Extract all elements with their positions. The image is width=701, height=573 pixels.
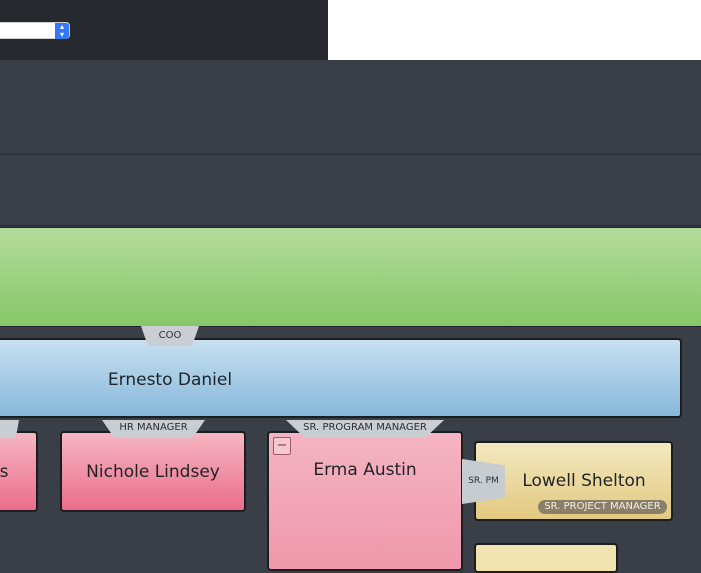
project-manager-name: Lowell Shelton — [522, 471, 646, 491]
hr-manager-node[interactable] — [60, 431, 246, 512]
toolbar-blank-area — [328, 0, 701, 60]
coo-name: Ernesto Daniel — [107, 370, 233, 390]
program-manager-node[interactable] — [267, 431, 463, 571]
collapse-icon[interactable]: − — [273, 437, 291, 455]
coo-node[interactable] — [0, 338, 682, 418]
partial-role-tab — [0, 420, 19, 438]
top-toolbar: ▴▾ — [0, 0, 328, 60]
sr-pm-side-tab: SR. PM — [462, 459, 505, 504]
program-manager-name: Erma Austin — [313, 460, 417, 480]
subheader-band — [0, 155, 701, 226]
root-node[interactable] — [0, 227, 701, 327]
header-band — [0, 60, 701, 155]
hr-role-tab: HR MANAGER — [102, 420, 205, 438]
project-role-badge: SR. PROJECT MANAGER — [538, 500, 667, 514]
select-arrows-icon[interactable]: ▴▾ — [55, 23, 69, 39]
view-select[interactable]: ▴▾ — [0, 22, 70, 39]
partial-manager-node[interactable] — [0, 431, 38, 512]
next-project-node[interactable] — [474, 543, 618, 573]
partial-node-name: s — [0, 462, 9, 482]
hr-manager-name: Nichole Lindsey — [86, 462, 220, 482]
program-role-tab: SR. PROGRAM MANAGER — [286, 420, 444, 438]
coo-role-tab: COO — [141, 326, 199, 346]
